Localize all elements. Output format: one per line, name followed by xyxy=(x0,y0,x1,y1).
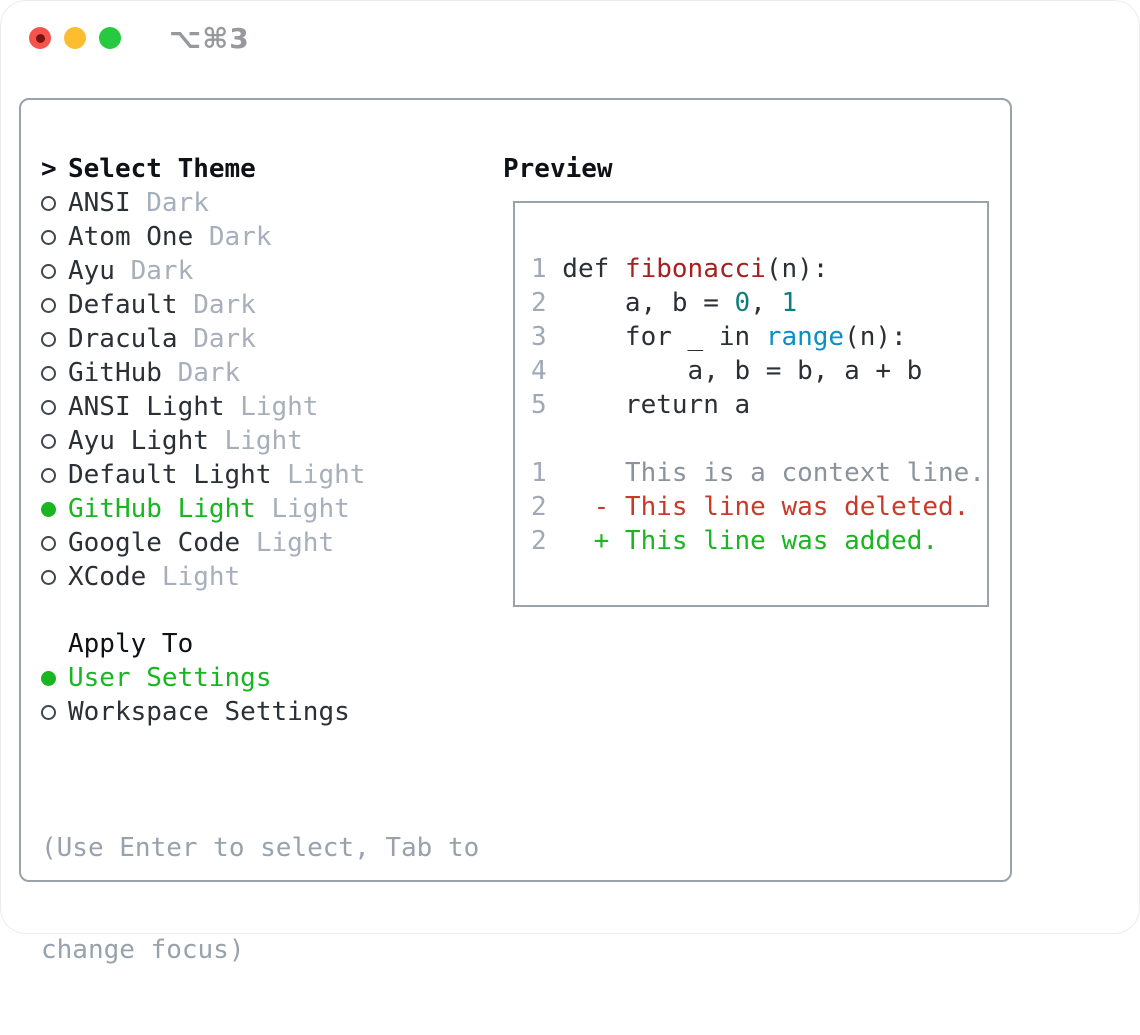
theme-row[interactable]: Ayu Light Light xyxy=(41,424,365,458)
preview-code: 1 def fibonacci(n): 2 a, b = 0, 1 3 for _ … xyxy=(515,203,987,560)
window-title: ⌥⌘3 xyxy=(169,22,250,55)
theme-row[interactable]: ANSI Light Light xyxy=(41,390,365,424)
theme-row[interactable]: Ayu Dark xyxy=(41,254,365,288)
titlebar: ⌥⌘3 xyxy=(1,1,1139,75)
theme-variant: Light xyxy=(240,392,319,422)
radio-icon xyxy=(41,704,56,720)
radio-icon xyxy=(41,365,56,381)
theme-row[interactable]: Default Dark xyxy=(41,288,365,322)
theme-row[interactable]: Dracula Dark xyxy=(41,322,365,356)
theme-row[interactable]: GitHub Dark xyxy=(41,356,365,390)
theme-variant: Dark xyxy=(193,290,256,320)
theme-picker-panel: > Select Theme ANSI Dark Atom One Dark A… xyxy=(19,98,1012,965)
theme-name: GitHub Light xyxy=(68,494,272,524)
close-button[interactable] xyxy=(29,27,51,49)
theme-name: Ayu Light xyxy=(68,426,225,456)
theme-row[interactable]: XCode Light xyxy=(41,560,365,594)
theme-variant: Dark xyxy=(193,324,256,354)
apply-to-header-row: Apply To xyxy=(41,627,350,661)
theme-list-header: > Select Theme xyxy=(41,152,365,186)
code-line: 2 + This line was added. xyxy=(531,526,938,556)
radio-icon xyxy=(41,467,56,483)
theme-variant: Light xyxy=(161,562,241,592)
theme-name: Default xyxy=(68,290,194,320)
keyboard-hint-line2: change focus) xyxy=(41,935,245,965)
theme-variant: Dark xyxy=(208,222,272,252)
theme-list-items: ANSI Dark Atom One Dark Ayu Dark Default… xyxy=(41,186,365,594)
preview-title: Preview xyxy=(503,154,613,184)
code-line: 4 a, b = b, a + b xyxy=(531,356,923,386)
zoom-button[interactable] xyxy=(99,27,121,49)
theme-row[interactable]: Default Light Light xyxy=(41,458,365,492)
theme-name: Default Light xyxy=(68,460,288,490)
minimize-button[interactable] xyxy=(64,27,86,49)
theme-variant: Dark xyxy=(146,188,209,218)
apply-option-label: Workspace Settings xyxy=(68,697,350,727)
theme-row[interactable]: ANSI Dark xyxy=(41,186,365,220)
radio-icon xyxy=(41,195,56,211)
theme-variant: Light xyxy=(224,426,303,456)
code-line: 1 def fibonacci(n): xyxy=(531,254,829,284)
apply-to-title: Apply To xyxy=(68,629,194,659)
theme-list: > Select Theme ANSI Dark Atom One Dark A… xyxy=(41,152,365,594)
theme-name: Atom One xyxy=(68,222,209,252)
theme-row[interactable]: GitHub Light Light xyxy=(41,492,365,526)
radio-icon xyxy=(41,331,56,347)
theme-name: Google Code xyxy=(68,528,256,558)
radio-icon xyxy=(41,229,56,245)
code-line: 5 return a xyxy=(531,390,751,420)
theme-name: Dracula xyxy=(68,324,194,354)
theme-name: ANSI Light xyxy=(68,392,241,422)
apply-option-row[interactable]: User Settings xyxy=(41,661,350,695)
theme-name: XCode xyxy=(68,562,162,592)
radio-icon xyxy=(41,297,56,313)
theme-variant: Light xyxy=(255,528,335,558)
apply-to-options: User Settings Workspace Settings xyxy=(41,661,350,729)
radio-icon xyxy=(41,670,56,686)
apply-to-section: Apply To User Settings Workspace Setting… xyxy=(41,627,350,729)
selection-arrow-icon: > xyxy=(41,154,57,184)
theme-variant: Light xyxy=(271,494,350,524)
theme-variant: Dark xyxy=(177,358,241,388)
preview-box: 1 def fibonacci(n): 2 a, b = 0, 1 3 for _ … xyxy=(513,201,989,607)
close-dot-icon xyxy=(35,33,45,43)
apply-option-label: User Settings xyxy=(68,663,272,693)
code-line: 2 - This line was deleted. xyxy=(531,492,970,522)
keyboard-hint-line1: (Use Enter to select, Tab to xyxy=(41,833,480,863)
apply-option-row[interactable]: Workspace Settings xyxy=(41,695,350,729)
code-line: 3 for _ in range(n): xyxy=(531,322,907,352)
radio-icon xyxy=(41,263,56,279)
code-line: 2 a, b = 0, 1 xyxy=(531,288,798,318)
radio-icon xyxy=(41,535,56,551)
theme-name: ANSI xyxy=(68,188,147,218)
radio-icon xyxy=(41,399,56,415)
theme-variant: Dark xyxy=(130,256,194,286)
theme-row[interactable]: Atom One Dark xyxy=(41,220,365,254)
radio-icon xyxy=(41,501,56,517)
theme-variant: Light xyxy=(287,460,366,490)
radio-icon xyxy=(41,569,56,585)
theme-name: GitHub xyxy=(68,358,178,388)
theme-list-title: Select Theme xyxy=(68,154,256,184)
theme-row[interactable]: Google Code Light xyxy=(41,526,365,560)
theme-name: Ayu xyxy=(68,256,131,286)
settings-window: ⌥⌘3 > Select Theme ANSI Dark Atom One Da… xyxy=(0,0,1140,965)
code-line: 1 This is a context line. xyxy=(531,458,985,488)
radio-icon xyxy=(41,433,56,449)
keyboard-hint: (Use Enter to select, Tab to change focu… xyxy=(41,763,479,1035)
code-line-blank xyxy=(531,424,987,458)
